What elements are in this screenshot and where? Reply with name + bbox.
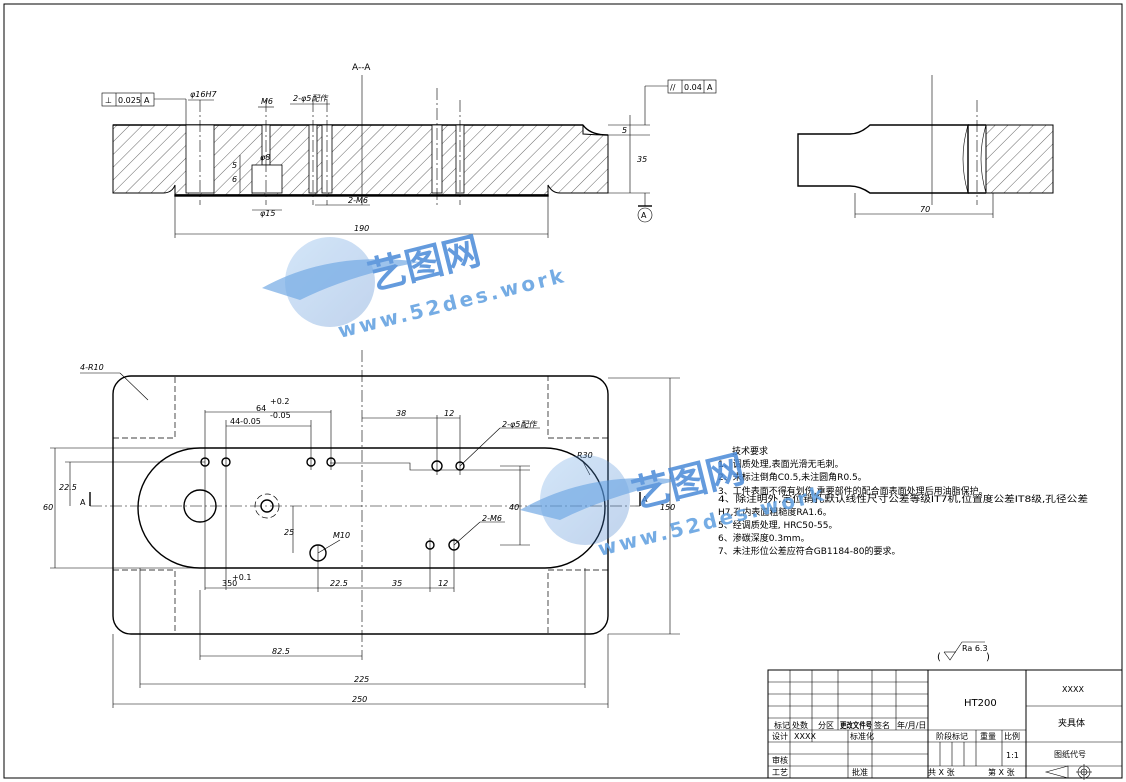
plan-pin-note: 2-φ5配作 <box>502 420 538 429</box>
tb-zone: 分区 <box>818 721 834 730</box>
svg-text:0.04: 0.04 <box>684 83 702 92</box>
tb-approve: 批准 <box>852 767 868 777</box>
dim-12-top: 12 <box>444 409 454 418</box>
dim-2m6: 2-M6 <box>348 196 368 205</box>
dim-d15: φ15 <box>260 209 275 218</box>
tb-standard: 标准化 <box>850 731 874 741</box>
tb-drawing-no: 图纸代号 <box>1054 749 1086 759</box>
dim-250: 250 <box>352 695 367 704</box>
roughness-symbol: ( Ra 6.3 ) <box>937 641 990 663</box>
tb-code: XXXX <box>1062 685 1084 694</box>
svg-text:(: ( <box>937 652 941 663</box>
title-block: 标记 处数 分区 更改文件号 签名 年/月/日 设计 XXXX 标准化 审核 工… <box>767 669 1123 780</box>
tb-count: 处数 <box>792 720 808 730</box>
dim-small-a: 5 <box>232 161 237 170</box>
tb-scale-val: 1:1 <box>1006 751 1019 760</box>
tb-name: 夹具体 <box>1058 717 1085 729</box>
tb-process: 工艺 <box>772 768 788 777</box>
section-arrow-right: A <box>642 495 648 504</box>
svg-text:): ) <box>986 652 990 663</box>
tech-req-item: 2、未标注倒角C0.5,未注圆角R0.5。 <box>718 471 867 483</box>
dim-d16h7: φ16H7 <box>190 90 217 99</box>
tolerance-frame-perpendicular: ⊥ 0.025 A <box>101 92 187 125</box>
section-view-left: A--A ⊥ 0.025 A φ16H7 M6 2-φ5配作 φ8 φ15 5 … <box>101 63 717 238</box>
watermark-logo-1: 艺图网 www.52des.work <box>262 228 569 343</box>
dim-82-5: 82.5 <box>272 647 290 656</box>
dim-25: 25 <box>284 528 294 537</box>
dim-64: 64 <box>256 404 266 413</box>
tb-design: 设计 <box>772 731 788 741</box>
dim-plan-m6: 2-M6 <box>482 514 502 523</box>
tb-doc: 更改文件号 <box>840 720 872 730</box>
dim-r10: 4-R10 <box>80 363 104 372</box>
tb-review: 审核 <box>772 755 788 765</box>
dim-70: 70 <box>920 205 930 214</box>
dim-5: 5 <box>622 126 627 135</box>
drawing-frame <box>3 3 1123 779</box>
datum-marker-a: A <box>637 193 653 223</box>
svg-text:⊥: ⊥ <box>105 96 112 105</box>
tb-sign: 签名 <box>874 720 890 730</box>
dim-35: 35 <box>637 155 647 164</box>
tech-req-item: 6、渗碳深度0.3mm。 <box>718 532 810 544</box>
dim-40: 40 <box>509 503 519 512</box>
tolerance-frame-parallel: // 0.04 A <box>644 79 717 125</box>
dim-35: 35 <box>392 579 402 588</box>
projection-symbol-icon <box>1044 764 1092 780</box>
dim-pin: 2-φ5配作 <box>293 94 329 103</box>
tb-designer: XXXX <box>794 732 816 741</box>
tb-total: 共 X 张 <box>928 768 955 777</box>
section-view-right: 70 <box>797 75 1054 218</box>
svg-text:A: A <box>144 96 150 105</box>
tb-scale: 比例 <box>1004 731 1020 741</box>
tb-mark: 标记 <box>774 720 790 730</box>
dim-12-bottom: 12 <box>438 579 448 588</box>
section-label: A--A <box>352 63 371 73</box>
dim-225: 225 <box>354 675 369 684</box>
section-arrow-left: A <box>80 498 86 507</box>
dim-d8: φ8 <box>260 153 270 162</box>
dim-64-lower: -0.05 <box>270 411 291 420</box>
technical-requirements: 技术要求 1、调质处理,表面光滑无毛刺。 2、未标注倒角C0.5,未注圆角R0.… <box>718 445 1088 557</box>
dim-190: 190 <box>354 224 369 233</box>
dim-small-b: 6 <box>232 175 237 184</box>
tech-req-item: 1、调质处理,表面光滑无毛刺。 <box>718 458 844 470</box>
tech-req-item: 3、工件表面不得有划伤,重要部件的配合面表面处理后用油脂保护。 <box>718 485 988 497</box>
svg-text:A: A <box>641 211 647 220</box>
tb-date: 年/月/日 <box>897 720 926 730</box>
tech-req-item: 5、经调质处理, HRC50-55。 <box>718 519 837 531</box>
dim-150: 150 <box>660 503 675 512</box>
svg-text:A: A <box>707 83 713 92</box>
dim-350: 350 <box>222 579 237 588</box>
dim-350-tol: +0.1 <box>232 573 251 582</box>
tb-weight: 重量 <box>980 731 996 741</box>
dim-64-upper: +0.2 <box>270 397 289 406</box>
tb-material: HT200 <box>964 698 997 709</box>
dim-44: 44-0.05 <box>230 417 261 426</box>
dim-22-5-left: 22.5 <box>59 483 77 492</box>
tb-page: 第 X 张 <box>988 767 1015 777</box>
tb-stage: 阶段标记 <box>936 731 968 741</box>
tech-req-item: 7、未注形位公差应符合GB1184-80的要求。 <box>718 545 900 557</box>
tech-req-item: 4、除注明外,定位销孔默认线性尺寸公差等级IT7机,位置度公差IT8级,孔径公差 <box>718 493 1088 505</box>
svg-text:Ra 6.3: Ra 6.3 <box>962 644 988 653</box>
tech-req-item: H7,孔内表面粗糙度RA1.6。 <box>718 506 832 518</box>
svg-text://: // <box>670 83 676 92</box>
dim-m6: M6 <box>261 97 273 106</box>
dim-38: 38 <box>396 409 406 418</box>
tech-req-title: 技术要求 <box>732 445 768 457</box>
dim-22-5-bottom: 22.5 <box>330 579 348 588</box>
dim-60: 60 <box>43 503 53 512</box>
svg-text:0.025: 0.025 <box>118 96 141 105</box>
dim-m10: M10 <box>333 531 350 540</box>
